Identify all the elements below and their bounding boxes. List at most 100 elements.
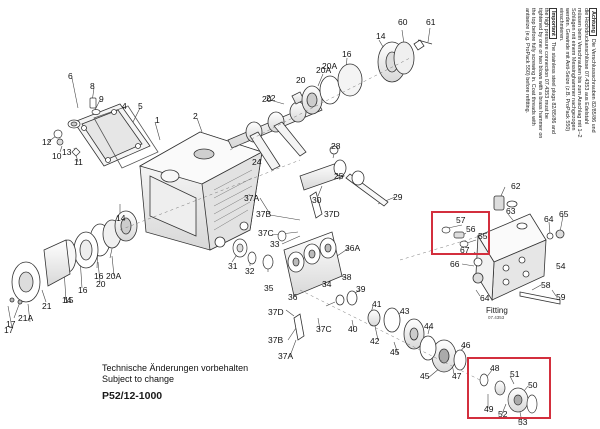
part-label: 45 (390, 347, 400, 357)
part-label: 37A (278, 351, 294, 361)
part-label: 16 (342, 49, 352, 59)
part-label: 55 (478, 231, 488, 241)
part-label: 20A (322, 61, 338, 71)
change-note-de: Technische Änderungen vorbehalten (102, 363, 249, 373)
part-label: 37D (268, 307, 284, 317)
change-note-en: Subject to change (102, 374, 175, 384)
part-label: 60 (398, 17, 408, 27)
part-label: 17 (6, 319, 16, 329)
part-label: 33 (270, 239, 280, 249)
fitting-label: Fitting (486, 306, 508, 315)
part-label: 37B (268, 335, 284, 345)
part-label: 49 (484, 404, 494, 414)
part-label: 35 (264, 283, 274, 293)
valve-parts-upper (441, 226, 469, 248)
seal-rings (232, 230, 287, 270)
assembly-axes (119, 57, 481, 381)
part-label: 37B (256, 209, 272, 219)
part-label: 28 (331, 141, 341, 151)
part-label: 20 (296, 75, 306, 85)
part-label: 6 (68, 71, 73, 81)
part-label: 17 (4, 325, 14, 335)
part-label: 41 (372, 299, 382, 309)
part-label: 53 (518, 417, 528, 427)
highlight-box-lower (467, 357, 551, 419)
crankshaft (227, 91, 323, 171)
part-label: 31 (228, 261, 238, 271)
part-label: 12 (42, 137, 52, 147)
fitting-sub-label: 07.4353 (488, 315, 505, 320)
crankcase (138, 131, 264, 251)
part-label: 57 (456, 215, 466, 225)
part-label: 16 (78, 285, 88, 295)
part-label: 63 (506, 206, 516, 216)
important-notice: AchtungDie Verschlussschrauben 82/85/86 … (503, 8, 597, 140)
part-label: 20 (96, 279, 106, 289)
part-label: 50 (528, 380, 538, 390)
small-parts-left (53, 97, 101, 157)
bearing-assembly-left (9, 210, 138, 305)
part-label: 46 (461, 340, 471, 350)
part-label: 1 (155, 115, 160, 125)
notice-heading-en: Important (548, 8, 558, 39)
part-label: 11 (74, 157, 83, 167)
part-label: 66 (450, 259, 460, 269)
part-label: 58 (541, 280, 551, 290)
manifold-head (283, 191, 343, 341)
part-label: 64 (480, 293, 490, 303)
part-label: 44 (424, 321, 434, 331)
part-label: 39 (356, 284, 366, 294)
part-label: 65 (559, 209, 569, 219)
part-label: 48 (490, 363, 500, 373)
part-label: 29 (393, 192, 403, 202)
part-label: 61 (426, 17, 436, 27)
part-label: 47 (452, 371, 462, 381)
part-label: 14 (116, 213, 126, 223)
plunger-assembly (299, 145, 389, 207)
part-label: 56 (466, 224, 476, 234)
model-designation: P52/12-1000 (102, 390, 163, 402)
part-label: 21A (18, 313, 34, 323)
part-label: 20A (106, 271, 122, 281)
part-label: 34 (322, 279, 332, 289)
part-label: 8 (90, 81, 95, 91)
part-label: 20 (262, 94, 272, 104)
part-label: 20A (316, 65, 332, 75)
part-label: 14 (62, 295, 72, 305)
part-label: 40 (348, 324, 358, 334)
part-label: 54 (556, 261, 566, 271)
part-label: 43 (400, 306, 410, 316)
part-label: 9 (99, 94, 104, 104)
part-label: 16 (94, 271, 104, 281)
bearing-assembly-right (301, 39, 433, 115)
part-label: 14 (376, 31, 386, 41)
part-label: 37D (324, 209, 340, 219)
part-label: 5 (138, 101, 143, 111)
part-label: 2 (193, 111, 198, 121)
part-label: 32 (245, 266, 255, 276)
part-label: 37C (258, 228, 274, 238)
part-label: 38 (342, 272, 352, 282)
part-label: 25 (334, 171, 344, 181)
valve-parts-lower (479, 373, 538, 414)
part-label: 30 (312, 195, 322, 205)
part-label: 64 (544, 214, 554, 224)
part-label: 67 (460, 245, 470, 255)
part-label: 4 (122, 101, 127, 111)
valve-stack (335, 290, 467, 373)
part-label: 21 (42, 301, 52, 311)
part-label: 13 (62, 147, 72, 157)
part-label: 51 (510, 369, 520, 379)
part-label: 62 (511, 181, 521, 191)
highlight-box-upper (431, 211, 490, 255)
part-label: 36A (345, 243, 361, 253)
rear-cover (73, 103, 159, 169)
part-label: 52 (498, 409, 508, 419)
part-label: 24 (252, 157, 262, 167)
notice-heading-de: Achtung (588, 8, 597, 36)
part-label: 10 (52, 151, 62, 161)
part-label: 45 (420, 371, 430, 381)
part-label: 59 (556, 292, 566, 302)
part-label: 15 (64, 295, 74, 305)
